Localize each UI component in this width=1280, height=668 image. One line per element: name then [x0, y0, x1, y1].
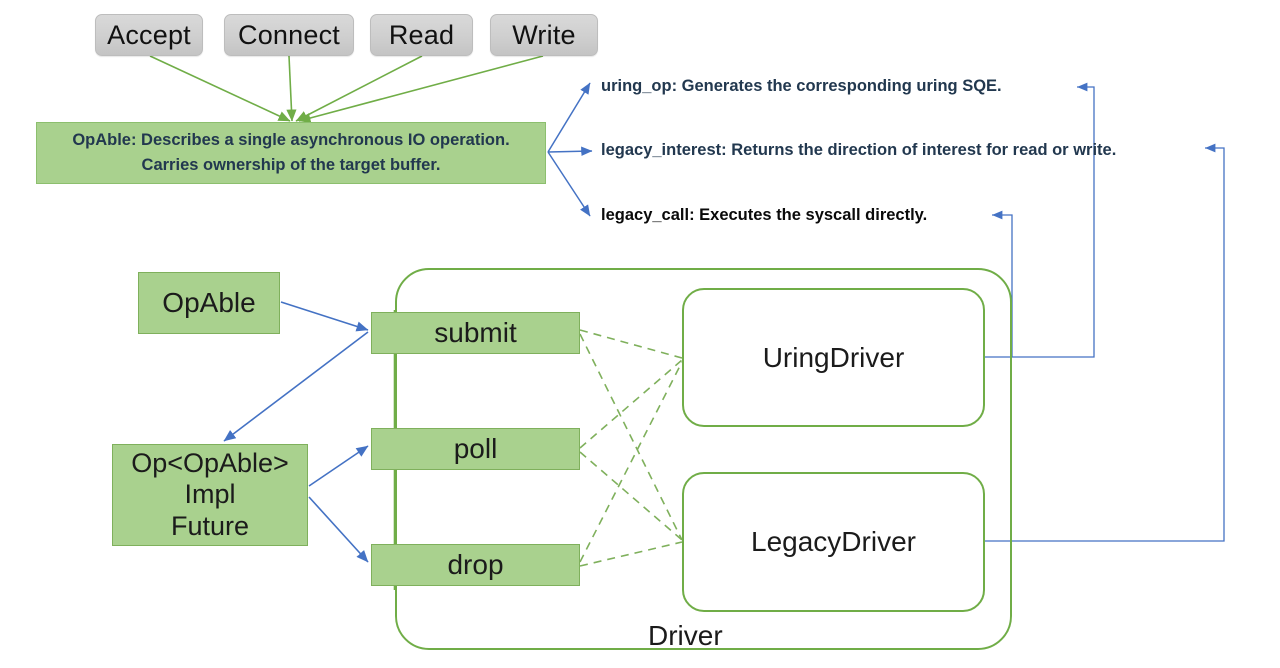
operation-chip-read[interactable]: Read — [370, 14, 473, 56]
node-op-impl-line-3: Future — [170, 510, 250, 541]
trait-note-text: legacy_interest: Returns the direction o… — [601, 141, 1117, 159]
trait-note-text: legacy_call: Executes the syscall direct… — [601, 206, 928, 224]
trait-note-legacy-interest: legacy_interest: Returns the direction o… — [601, 141, 1116, 161]
method-bar-submit[interactable]: submit — [371, 312, 580, 354]
node-legacy-driver[interactable] — [682, 472, 985, 612]
driver-container-label-text: Driver — [648, 620, 723, 651]
opable-description-box: OpAble: Describes a single asynchronous … — [36, 122, 546, 184]
opable-to-trait-connectors — [547, 82, 593, 217]
node-legacy-driver-label: LegacyDriver — [682, 472, 985, 612]
operation-chip-write[interactable]: Write — [490, 14, 598, 56]
opable-description-line-1: OpAble: Describes a single asynchronous … — [72, 131, 510, 150]
operation-chip-label: Read — [388, 19, 455, 50]
method-bar-drop[interactable]: drop — [371, 544, 580, 586]
method-bar-label: poll — [453, 433, 498, 464]
node-op-impl-line-1: Op<OpAble> — [131, 448, 289, 479]
operation-chip-accept[interactable]: Accept — [95, 14, 203, 56]
operation-chip-connect[interactable]: Connect — [224, 14, 354, 56]
operation-chip-label: Connect — [238, 19, 340, 50]
node-op-impl-future[interactable]: Op<OpAble> Impl Future — [112, 444, 308, 546]
operation-chip-label: Accept — [107, 19, 191, 50]
operation-to-opable-connectors — [149, 55, 544, 123]
method-bar-label: drop — [447, 549, 504, 580]
node-opable[interactable]: OpAble — [138, 272, 280, 334]
trait-note-legacy-call: legacy_call: Executes the syscall direct… — [601, 206, 927, 226]
driver-container-label: Driver — [648, 620, 723, 652]
opable-description-line-2: Carries ownership of the target buffer. — [141, 156, 441, 174]
node-uring-driver[interactable] — [682, 288, 985, 427]
trait-note-text: uring_op: Generates the corresponding ur… — [601, 77, 1002, 95]
node-uring-driver-label-text: UringDriver — [762, 341, 905, 373]
method-bar-label: submit — [434, 317, 517, 348]
node-uring-driver-label: UringDriver — [682, 288, 985, 427]
node-legacy-driver-label-text: LegacyDriver — [751, 526, 916, 557]
node-op-impl-line-2: Impl — [184, 479, 236, 510]
method-bar-poll[interactable]: poll — [371, 428, 580, 470]
operation-chip-label: Write — [512, 19, 576, 50]
node-opable-label: OpAble — [162, 287, 256, 318]
legacydriver-to-legacy-interest-connector — [985, 143, 1225, 542]
trait-note-uring-op: uring_op: Generates the corresponding ur… — [601, 77, 1002, 97]
